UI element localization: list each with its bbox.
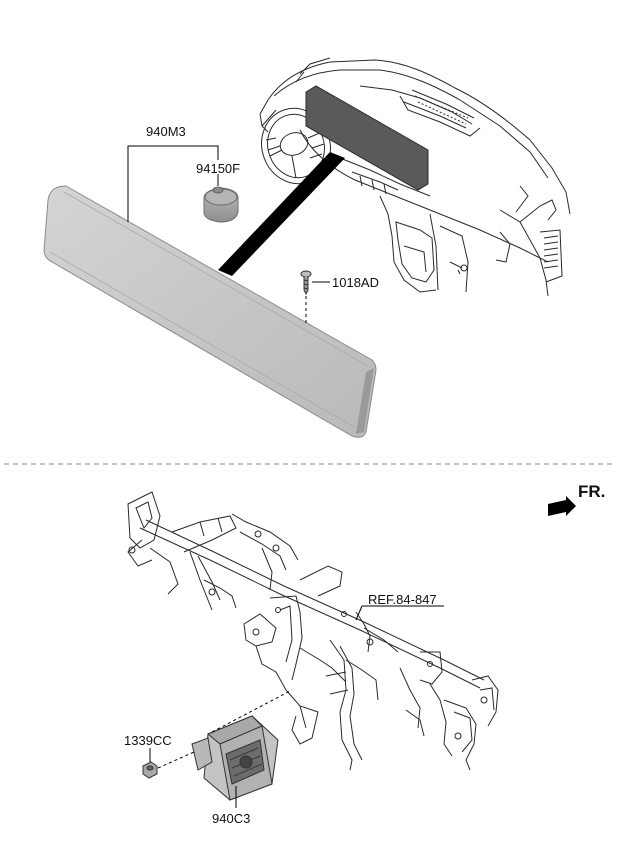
display-panel-940m3 <box>43 185 377 438</box>
callout-lines-upper <box>127 145 330 326</box>
label-ref-84-847: REF.84-847 <box>368 592 437 607</box>
control-unit-940c3 <box>191 715 279 801</box>
nut-1339cc <box>142 761 158 779</box>
label-1339cc: 1339CC <box>124 733 172 748</box>
dashboard-illustration <box>259 57 571 297</box>
label-94150f: 94150F <box>196 161 241 176</box>
front-arrow-icon <box>548 496 576 516</box>
crash-pad-bar <box>127 491 499 771</box>
callout-lines-lower <box>149 605 444 808</box>
screw-1018ad <box>300 270 312 296</box>
speaker-94150f <box>203 186 239 223</box>
label-940m3: 940M3 <box>146 124 186 139</box>
location-pointer-band <box>218 152 345 276</box>
label-940c3: 940C3 <box>212 811 251 826</box>
label-1018ad: 1018AD <box>332 275 379 290</box>
front-direction-label: FR. <box>578 482 606 501</box>
